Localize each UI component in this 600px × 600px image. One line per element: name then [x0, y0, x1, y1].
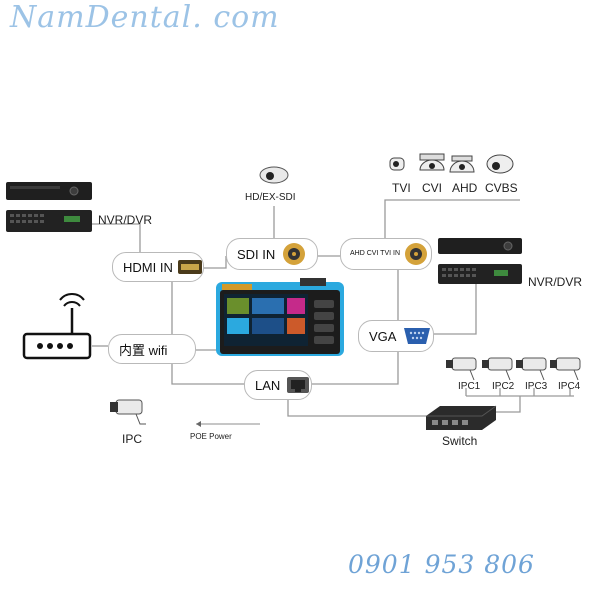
nvr-left-top-icon — [6, 182, 92, 200]
ipc3-label: IPC3 — [525, 381, 548, 392]
brand-watermark: NamDental. com — [10, 0, 280, 35]
vga-port: VGA — [358, 320, 434, 352]
nvr-dvr-right-label: NVR/DVR — [528, 275, 583, 289]
tvi-camera-icon — [389, 157, 405, 171]
sdi-in-port: SDI IN — [226, 238, 318, 270]
ipc2-camera-icon — [482, 357, 513, 381]
cvi-camera-icon — [419, 153, 445, 171]
tvi-label: TVI — [392, 181, 411, 195]
poe-arrow — [196, 421, 260, 427]
nvr-dvr-left-label: NVR/DVR — [98, 213, 153, 227]
ipc2-label: IPC2 — [492, 381, 515, 392]
ipc-camera-icon — [110, 399, 146, 425]
ipc-label: IPC — [122, 432, 143, 446]
ahd-camera-icon — [449, 155, 475, 173]
rj45-port-icon — [287, 377, 310, 393]
hdmi-in-port: HDMI IN — [112, 252, 204, 282]
wifi-port: 内置 wifi — [108, 334, 196, 364]
poe-power-label: POE Power — [190, 432, 232, 441]
hdmi-in-label: HDMI IN — [123, 259, 173, 275]
cvi-label: CVI — [422, 181, 443, 195]
lan-label: LAN — [255, 377, 281, 393]
lan-port: LAN — [244, 370, 312, 400]
ipc1-camera-icon — [446, 357, 477, 381]
network-switch-icon — [426, 405, 497, 430]
connection-lines — [92, 199, 574, 417]
router-icon — [22, 293, 92, 360]
nvr-right-top-icon — [438, 238, 522, 254]
tester-device-icon — [216, 278, 344, 356]
bnc-connector-icon — [405, 243, 427, 265]
vga-connector-icon — [404, 328, 431, 344]
ahd-cvi-tvi-in-label: AHD CVI TVI IN — [349, 250, 401, 257]
ipc1-label: IPC1 — [458, 381, 481, 392]
sdi-in-label: SDI IN — [237, 246, 276, 262]
hd-ex-sdi-label: HD/EX-SDI — [245, 192, 296, 203]
nvr-right-bottom-icon — [438, 264, 522, 284]
cvbs-camera-icon — [486, 154, 514, 174]
vga-label: VGA — [369, 328, 397, 344]
wifi-label: 内置 wifi — [119, 342, 168, 358]
ipc4-label: IPC4 — [558, 381, 581, 392]
ahd-label: AHD — [452, 181, 478, 195]
phone-number: 0901 953 806 — [348, 550, 535, 579]
nvr-left-bottom-icon — [6, 210, 92, 232]
bnc-connector-icon — [283, 243, 306, 265]
ipc4-camera-icon — [550, 357, 581, 381]
ipc3-camera-icon — [516, 357, 547, 381]
switch-label: Switch — [442, 434, 478, 448]
ahd-cvi-tvi-in-port: AHD CVI TVI IN — [340, 238, 432, 270]
dome-camera-icon — [259, 166, 289, 184]
hdmi-connector-icon — [177, 260, 202, 274]
cvbs-label: CVBS — [485, 181, 518, 195]
